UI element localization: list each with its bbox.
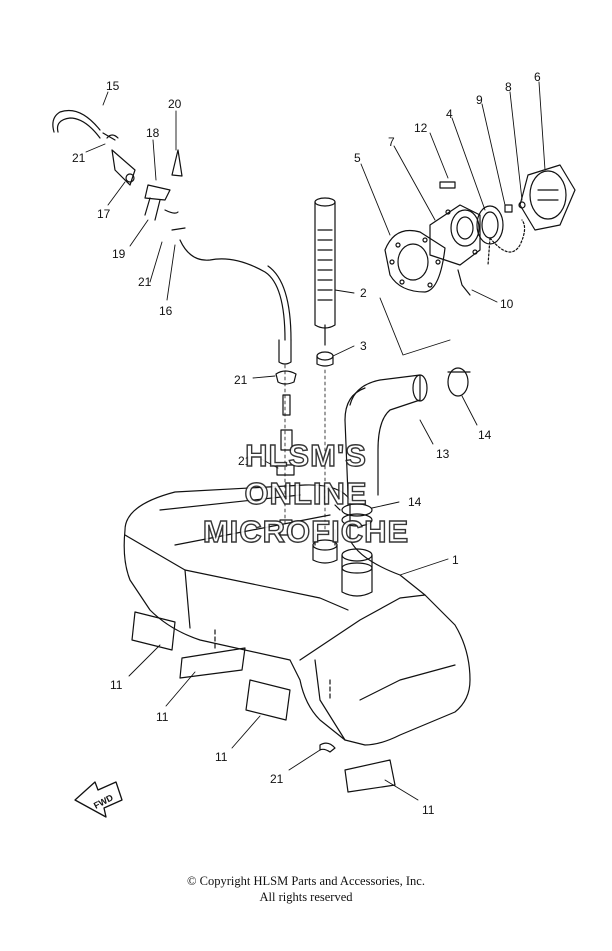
callout-13: 13 (436, 447, 450, 461)
fuel-filter-strainer (314, 197, 336, 346)
grommet (316, 351, 334, 367)
callout-21: 21 (72, 151, 86, 165)
small-fasteners (439, 181, 526, 296)
tank-filler-neck (341, 548, 373, 597)
callout-20: 20 (168, 97, 182, 111)
callout-6: 6 (534, 70, 541, 84)
hose-clamp-lower (334, 503, 373, 527)
callout-3: 3 (360, 339, 367, 353)
callout-4: 4 (446, 107, 453, 121)
callout-9: 9 (476, 93, 483, 107)
filler-cap (519, 164, 576, 231)
callout-5: 5 (354, 151, 361, 165)
fuel-tank (123, 484, 471, 746)
callout-15: 15 (106, 79, 120, 93)
callout-21: 21 (238, 454, 252, 468)
callout-11: 11 (215, 750, 228, 764)
callout-16: 16 (159, 304, 173, 318)
tank-pads (131, 611, 396, 793)
callout-17: 17 (97, 207, 111, 221)
filler-neck-body (429, 204, 481, 266)
fwd-arrow-icon (74, 781, 123, 818)
copyright-line: © Copyright HLSM Parts and Accessories, … (187, 874, 425, 888)
callout-21: 21 (234, 373, 248, 387)
callout-21: 21 (138, 275, 152, 289)
leader-lines (85, 81, 546, 801)
callout-14: 14 (408, 495, 422, 509)
filler-hose (344, 374, 428, 496)
callout-2: 2 (360, 286, 367, 300)
callout-8: 8 (505, 80, 512, 94)
callout-11: 11 (156, 710, 169, 724)
callout-7: 7 (388, 135, 395, 149)
callout-12: 12 (414, 121, 428, 135)
watermark-line-1: HLSM'S (245, 438, 367, 473)
tank-vent-nipple (312, 529, 338, 564)
watermark: HLSM'S ONLINE MICROFICHE (202, 437, 409, 549)
callout-18: 18 (146, 126, 160, 140)
callout-21: 21 (270, 772, 284, 786)
vent-hose-assembly (179, 239, 297, 536)
hose-clamp-upper (447, 367, 471, 397)
bottom-clamp (319, 742, 336, 753)
callout-10: 10 (500, 297, 514, 311)
breather-fittings (52, 109, 186, 231)
callout-11: 11 (110, 678, 123, 692)
callout-14: 14 (478, 428, 492, 442)
rights-line: All rights reserved (259, 890, 353, 904)
callout-19: 19 (112, 247, 126, 261)
watermark-line-2: ONLINE (244, 476, 367, 511)
watermark-line-3: MICROFICHE (203, 514, 409, 549)
callout-11: 11 (422, 803, 435, 817)
callout-1: 1 (452, 553, 459, 567)
callout-labels: 15 20 18 21 17 19 21 16 2 3 21 21 5 7 12… (72, 70, 541, 817)
filler-flange-plate (384, 229, 446, 293)
cap-tether-chain (487, 219, 526, 266)
